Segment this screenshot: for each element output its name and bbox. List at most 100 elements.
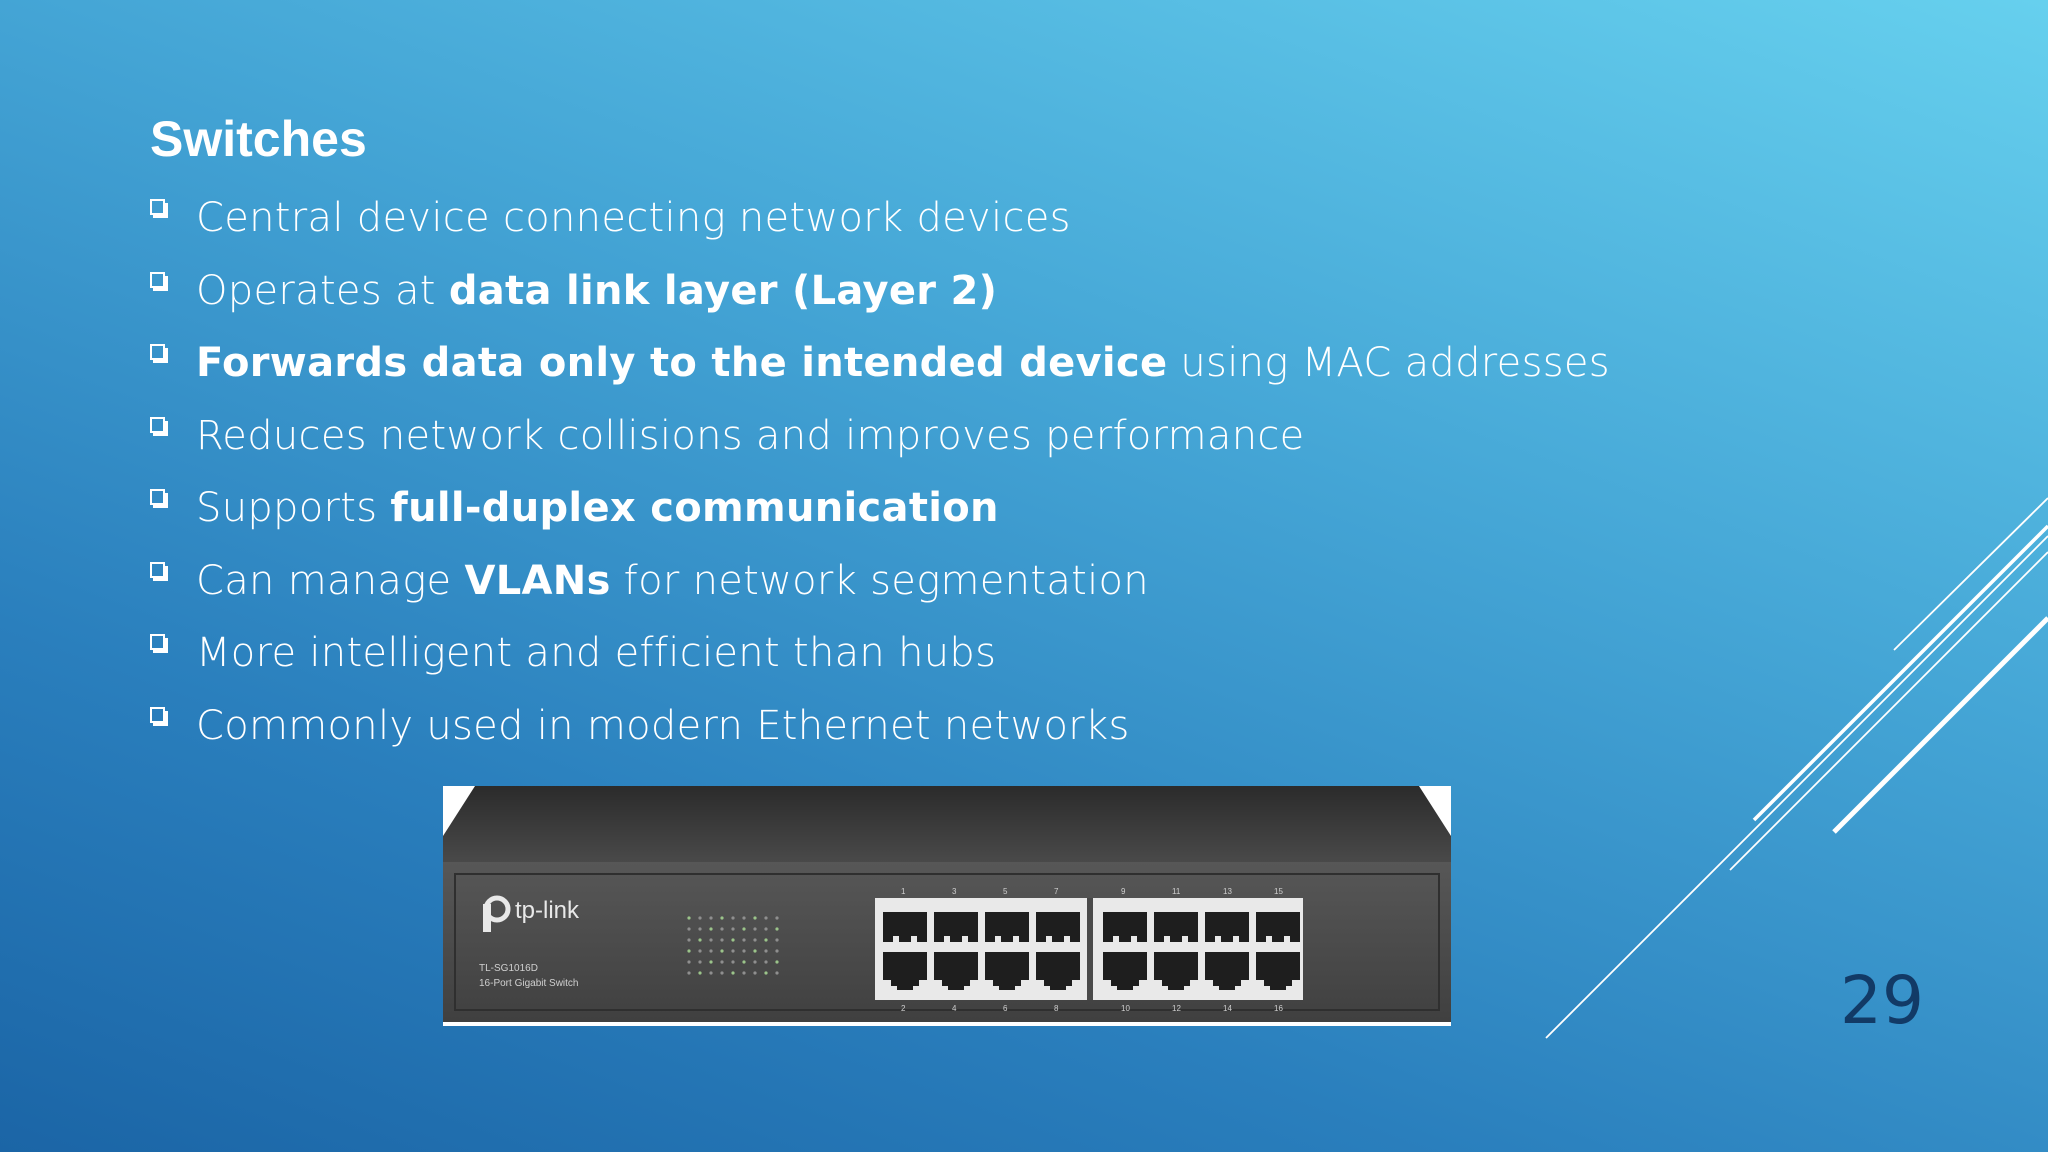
ethernet-port-icon xyxy=(1256,912,1300,942)
port-number-bottom: 16 xyxy=(1274,1004,1283,1013)
bullet-text: More intelligent and efficient than hubs xyxy=(196,617,996,689)
led-dot xyxy=(753,938,757,942)
model-desc-label: 16-Port Gigabit Switch xyxy=(479,978,579,989)
deco-line xyxy=(1729,551,2048,871)
model-label: TL-SG1016D xyxy=(479,963,538,974)
led-dot xyxy=(687,949,691,953)
bullet-text: Commonly used in modern Ethernet network… xyxy=(196,690,1130,762)
led-dot xyxy=(720,971,724,975)
led-dot xyxy=(742,916,746,920)
led-dot xyxy=(742,949,746,953)
led-dot xyxy=(753,971,757,975)
checkbox-bullet-icon xyxy=(150,199,168,218)
led-dot xyxy=(731,938,735,942)
led-dot xyxy=(720,960,724,964)
ethernet-port-icon xyxy=(1154,912,1198,942)
led-dot xyxy=(709,949,713,953)
checkbox-bullet-icon xyxy=(150,271,168,291)
led-dot xyxy=(764,971,768,975)
port-number-bottom: 2 xyxy=(901,1004,906,1013)
port-number-top: 15 xyxy=(1274,887,1283,896)
bullet-text: Reduces network collisions and improves … xyxy=(196,400,1305,472)
led-dot xyxy=(687,927,691,931)
ethernet-port-icon xyxy=(934,952,978,990)
ethernet-port-icon xyxy=(1036,952,1080,990)
led-dot xyxy=(698,949,702,953)
led-dot xyxy=(742,927,746,931)
bullet-text-run: Reduces network collisions and improves … xyxy=(196,412,1305,459)
deco-line xyxy=(1893,497,2048,651)
switch-photo: tp-link TL-SG1016D 16-Port Gigabit Switc… xyxy=(443,786,1451,1026)
status-leds xyxy=(687,916,779,975)
ethernet-port-icon xyxy=(1205,952,1249,990)
led-dot xyxy=(753,916,757,920)
ethernet-port-icon xyxy=(985,952,1029,990)
led-dot xyxy=(764,916,768,920)
led-dot xyxy=(687,960,691,964)
led-dot xyxy=(775,916,779,920)
ethernet-port-icon xyxy=(1103,952,1147,990)
ethernet-port-icon xyxy=(985,912,1029,942)
ethernet-port-icon xyxy=(1256,952,1300,990)
ethernet-port-icon xyxy=(1154,952,1198,990)
bullet-text-run: Operates at xyxy=(196,267,449,314)
led-dot xyxy=(709,927,713,931)
port-number-top: 9 xyxy=(1121,887,1126,896)
led-dot xyxy=(775,960,779,964)
brand-label: tp-link xyxy=(515,897,580,924)
bullet-text-run: Can manage xyxy=(196,557,465,604)
port-number-top: 13 xyxy=(1223,887,1232,896)
led-dot xyxy=(720,927,724,931)
bullet-text-run: Supports xyxy=(196,485,391,531)
port-number-bottom: 6 xyxy=(1003,1004,1008,1013)
port-number-bottom: 14 xyxy=(1223,1004,1232,1013)
led-dot xyxy=(698,938,702,942)
port-number-top: 1 xyxy=(901,887,906,896)
led-dot xyxy=(742,938,746,942)
led-dot xyxy=(764,927,768,931)
led-dot xyxy=(709,916,713,920)
bullet-text: Supports full-duplex communication xyxy=(196,472,999,544)
port-divider xyxy=(1087,898,1093,1000)
led-dot xyxy=(731,916,735,920)
ethernet-port-icon xyxy=(934,912,978,942)
led-dot xyxy=(720,949,724,953)
bullet-text-run: More intelligent and efficient than hubs xyxy=(196,630,997,676)
bullet-text-bold: VLANs xyxy=(464,557,611,604)
ethernet-port-icon xyxy=(1205,912,1249,942)
led-dot xyxy=(698,916,702,920)
bullet-text-bold: data link layer (Layer 2) xyxy=(448,267,998,314)
port-number-top: 3 xyxy=(952,887,957,896)
port-number-top: 7 xyxy=(1054,887,1059,896)
led-dot xyxy=(775,971,779,975)
led-dot xyxy=(720,938,724,942)
ethernet-port-icon xyxy=(883,912,927,942)
led-dot xyxy=(753,960,757,964)
led-dot xyxy=(709,938,713,942)
bullet-text-run: for network segmentation xyxy=(610,557,1149,604)
ethernet-port-icon xyxy=(883,952,927,990)
led-dot xyxy=(698,927,702,931)
led-dot xyxy=(731,971,735,975)
led-dot xyxy=(764,960,768,964)
tp-link-logo-icon: tp-link xyxy=(483,895,580,932)
led-dot xyxy=(698,960,702,964)
ethernet-port-icon xyxy=(1036,912,1080,942)
bullet-text-run: Commonly used in modern Ethernet network… xyxy=(196,702,1130,749)
led-dot xyxy=(775,927,779,931)
deco-line xyxy=(1752,524,2048,822)
bullet-text: Forwards data only to the intended devic… xyxy=(196,327,1610,399)
bullet-text-run: Central device connecting network device… xyxy=(196,195,1071,241)
port-number-top: 5 xyxy=(1003,887,1008,896)
checkbox-bullet-icon xyxy=(150,344,168,363)
checkbox-bullet-icon xyxy=(150,489,168,508)
led-dot xyxy=(742,960,746,964)
port-number-bottom: 12 xyxy=(1172,1004,1181,1013)
ethernet-port-icon xyxy=(1103,912,1147,942)
led-dot xyxy=(687,938,691,942)
led-dot xyxy=(709,960,713,964)
led-dot xyxy=(709,971,713,975)
led-dot xyxy=(742,971,746,975)
